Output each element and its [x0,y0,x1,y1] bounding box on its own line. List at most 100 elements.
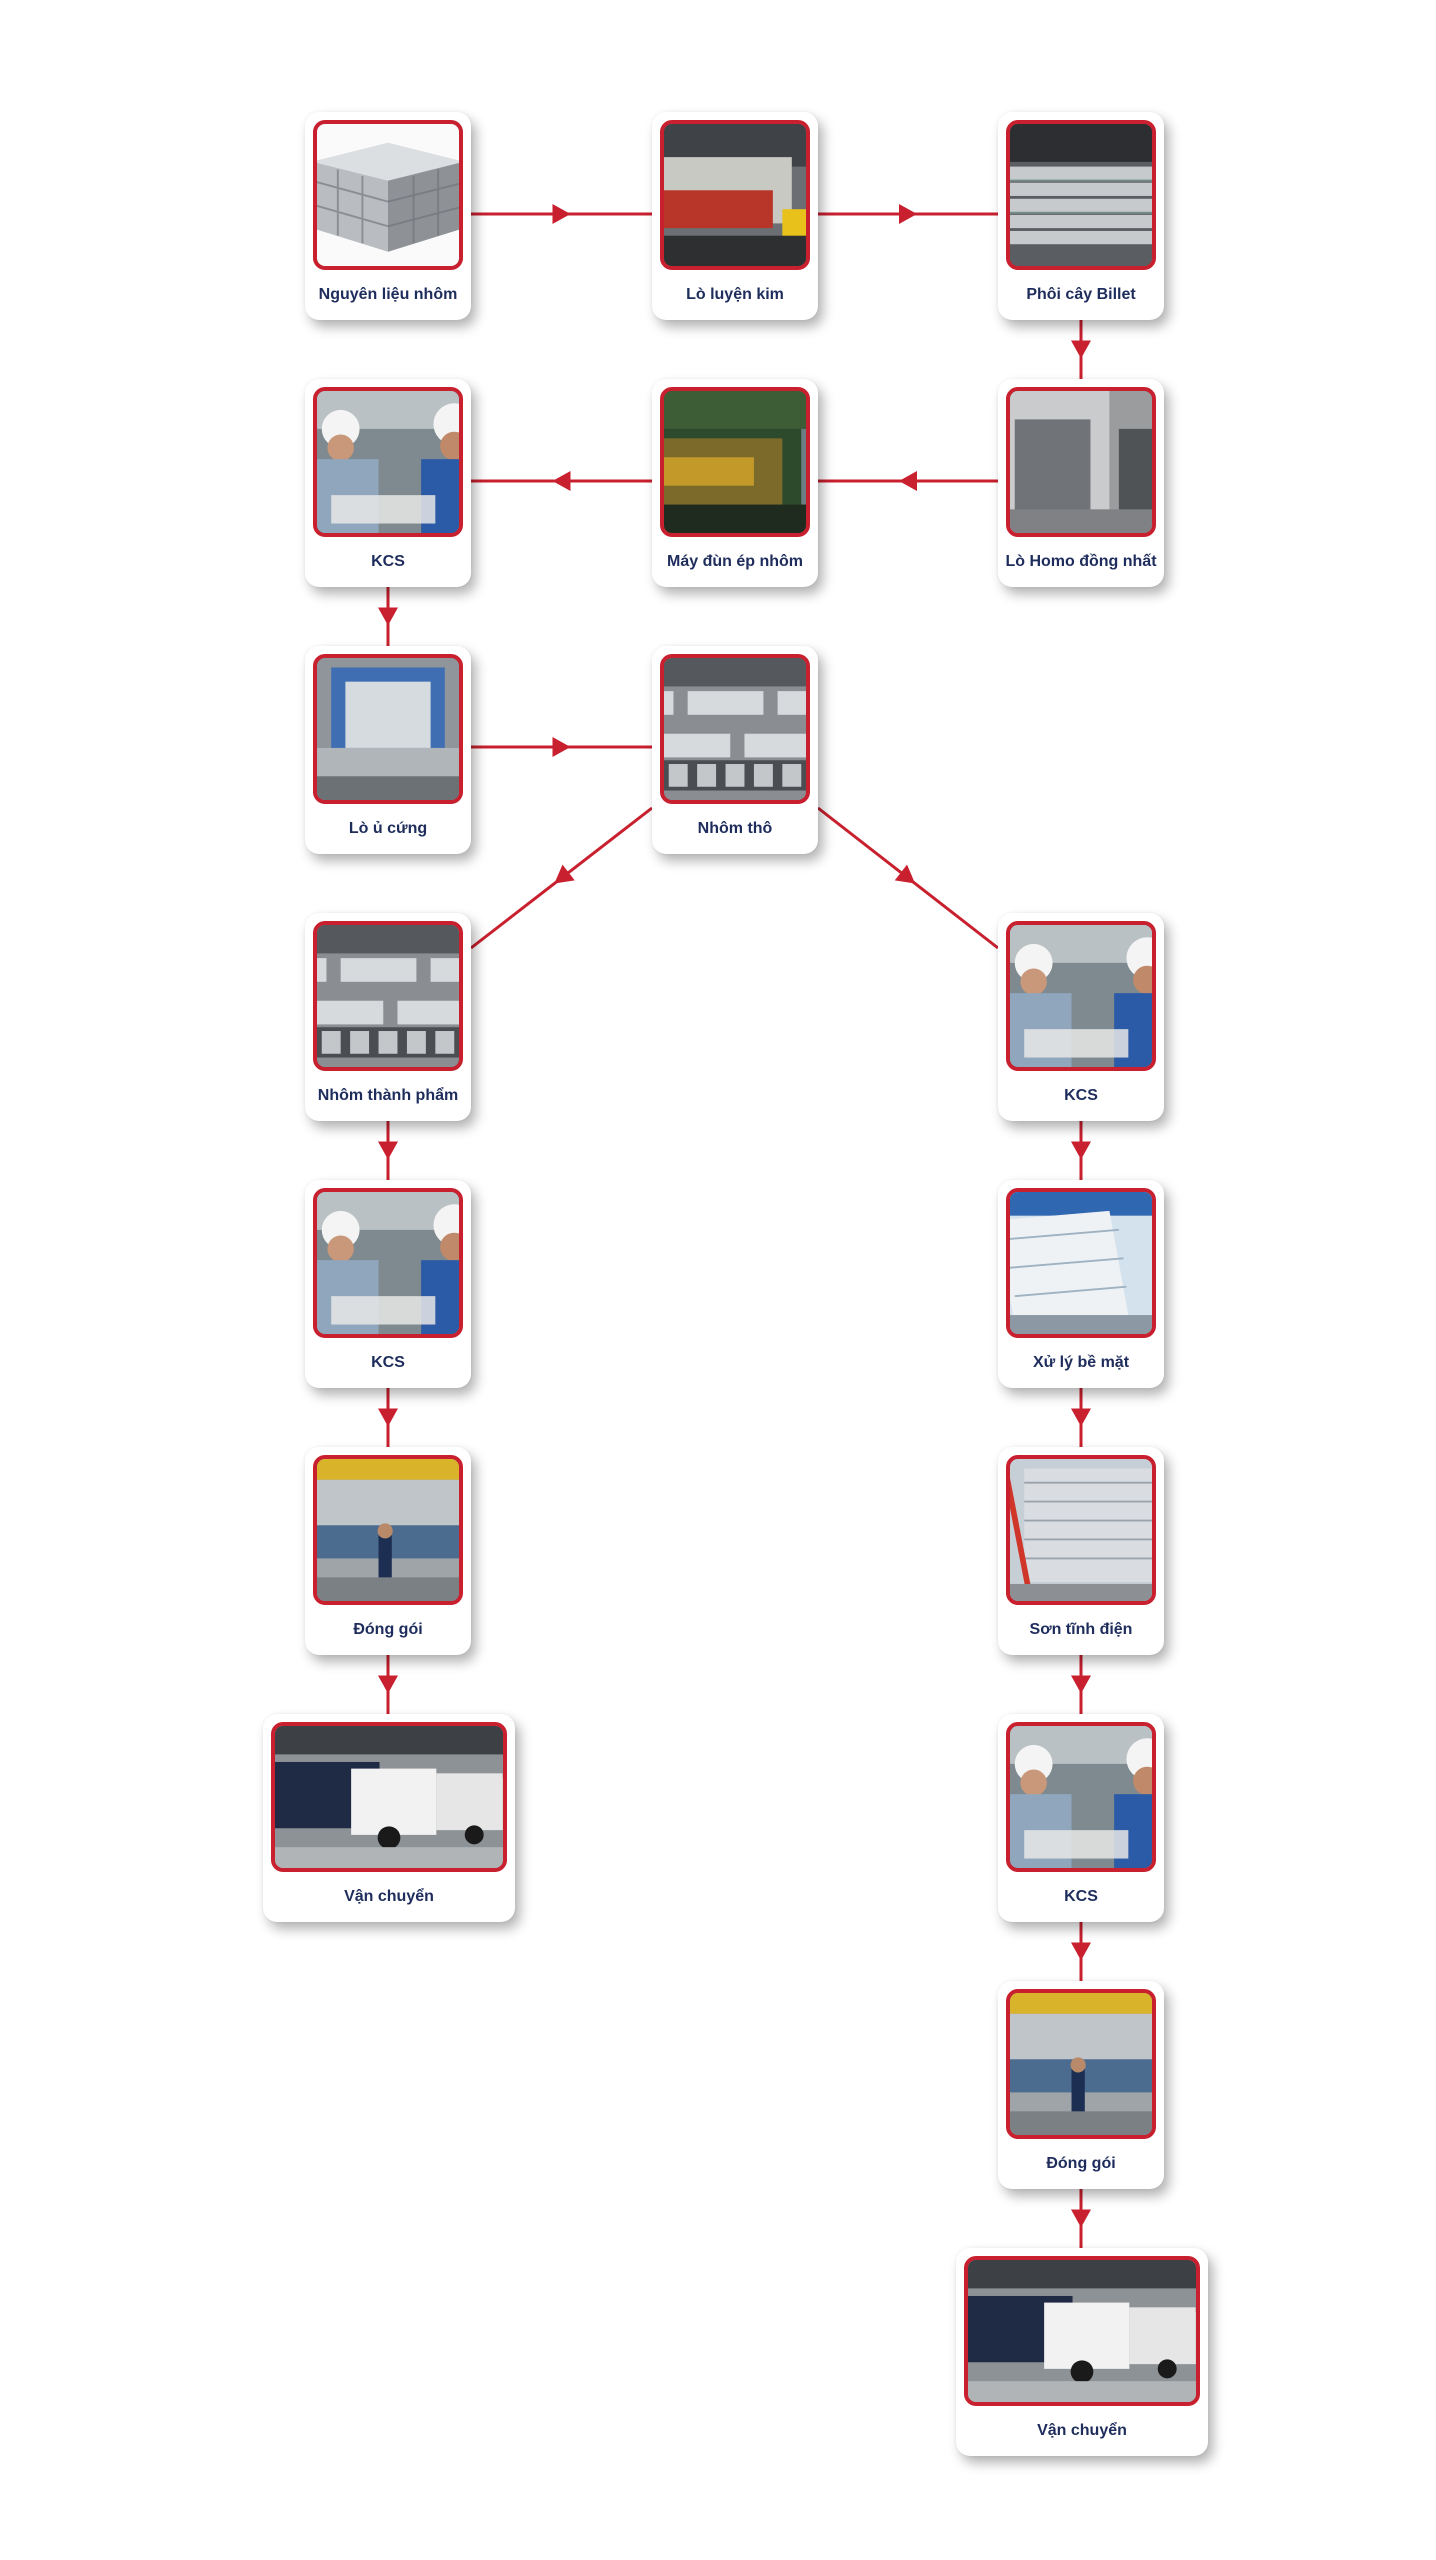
photo-illustration [1010,1192,1152,1334]
flow-arrowhead [552,471,571,491]
flow-arrow [1071,2189,1091,2248]
photo-illustration [664,658,806,800]
photo-illustration [664,124,806,266]
flow-arrowhead [1071,340,1091,359]
aging-oven-photo [313,654,463,804]
flow-arrow [1071,1121,1091,1180]
flow-arrowhead [554,864,575,884]
flow-arrowhead [1071,1408,1091,1427]
step-label: Lò luyện kim [686,286,784,303]
flow-arrowhead [899,471,917,491]
flow-arrow [471,471,652,491]
step-label: Phôi cây Billet [1026,286,1136,303]
step-label: Vận chuyển [1037,2422,1127,2439]
step-label: Đóng gói [353,1621,423,1638]
step-label: Vận chuyển [344,1888,434,1905]
step-card-finished-profiles: Nhôm thành phẩm [305,913,471,1121]
flow-arrowhead [1071,1675,1091,1694]
photo-illustration [317,925,459,1067]
flow-arrow [378,587,398,646]
step-card-transport-2: Vận chuyển [956,2248,1208,2456]
flow-arrow-line [470,806,653,950]
flow-arrowhead [378,1408,398,1427]
photo-illustration [1010,1459,1152,1601]
step-card-raw-aluminum: Nguyên liệu nhôm [305,112,471,320]
step-card-extrusion-press: Máy đùn ép nhôm [652,379,818,587]
aluminum-ingots-photo [313,120,463,270]
step-card-transport-1: Vận chuyển [263,1714,515,1922]
flow-arrowhead [378,607,398,626]
packing-workshop-photo [1006,1989,1156,2139]
inspection-workers-photo [313,1188,463,1338]
step-card-kcs-4: KCS [998,1714,1164,1922]
step-label: KCS [371,553,405,570]
step-label: Xử lý bề mặt [1032,1354,1130,1371]
step-card-smelting-furnace: Lò luyện kim [652,112,818,320]
step-label: Nhôm thành phẩm [317,1087,459,1104]
flow-arrow [817,806,999,950]
flow-arrow-line [817,806,999,950]
photo-illustration [275,1726,503,1868]
flow-arrow [818,204,998,224]
step-card-kcs-1: KCS [305,379,471,587]
flow-arrow [471,204,652,224]
step-label: Máy đùn ép nhôm [667,553,803,570]
flow-arrow [378,1121,398,1180]
flow-arrow [1071,320,1091,379]
photo-illustration [1010,925,1152,1067]
photo-illustration [317,1192,459,1334]
packing-workshop-photo [313,1455,463,1605]
powder-coating-line-photo [1006,1455,1156,1605]
photo-illustration [968,2260,1196,2402]
photo-illustration [664,391,806,533]
photo-illustration [1010,124,1152,266]
step-card-surface-treatment: Xử lý bề mặt [998,1180,1164,1388]
flow-arrow [378,1388,398,1447]
flow-arrow [1071,1388,1091,1447]
step-label: KCS [371,1354,405,1371]
flow-arrow [470,806,653,950]
flow-arrowhead [899,204,917,224]
flow-arrow [471,737,652,757]
step-card-billet: Phôi cây Billet [998,112,1164,320]
step-label: KCS [1064,1087,1098,1104]
surface-treatment-line-photo [1006,1188,1156,1338]
extrusion-press-photo [660,387,810,537]
step-label: Nhôm thô [697,820,773,837]
smelting-furnace-photo [660,120,810,270]
inspection-workers-photo [313,387,463,537]
step-card-homogenizing-oven: Lò Homo đồng nhất [998,379,1164,587]
flow-arrow [378,1655,398,1714]
flow-arrowhead [1071,1141,1091,1160]
flow-arrowhead [1071,2209,1091,2228]
step-label: Đóng gói [1046,2155,1116,2172]
photo-illustration [317,1459,459,1601]
photo-illustration [1010,1726,1152,1868]
billet-stack-photo [1006,120,1156,270]
step-label: Lò ủ cứng [348,820,428,837]
flow-arrowhead [894,864,916,884]
step-label: Lò Homo đồng nhất [1005,553,1157,570]
flow-arrowhead [552,204,571,224]
inspection-workers-photo [1006,921,1156,1071]
step-card-kcs-2: KCS [305,1180,471,1388]
flow-arrowhead [378,1141,398,1160]
delivery-trucks-photo [964,2256,1200,2406]
finished-profiles-photo [313,921,463,1071]
step-label: Nguyên liệu nhôm [318,286,458,303]
photo-illustration [1010,1993,1152,2135]
step-card-raw-profiles: Nhôm thô [652,646,818,854]
step-card-packing-2: Đóng gói [998,1981,1164,2189]
photo-illustration [317,124,459,266]
step-card-powder-coating: Sơn tĩnh điện [998,1447,1164,1655]
flow-arrow [1071,1655,1091,1714]
step-card-kcs-3: KCS [998,913,1164,1121]
flow-arrowhead [378,1675,398,1694]
step-label: KCS [1064,1888,1098,1905]
flow-arrow [818,471,998,491]
step-card-packing-1: Đóng gói [305,1447,471,1655]
flow-arrow [1071,1922,1091,1981]
raw-profiles-photo [660,654,810,804]
step-card-aging-oven: Lò ủ cứng [305,646,471,854]
